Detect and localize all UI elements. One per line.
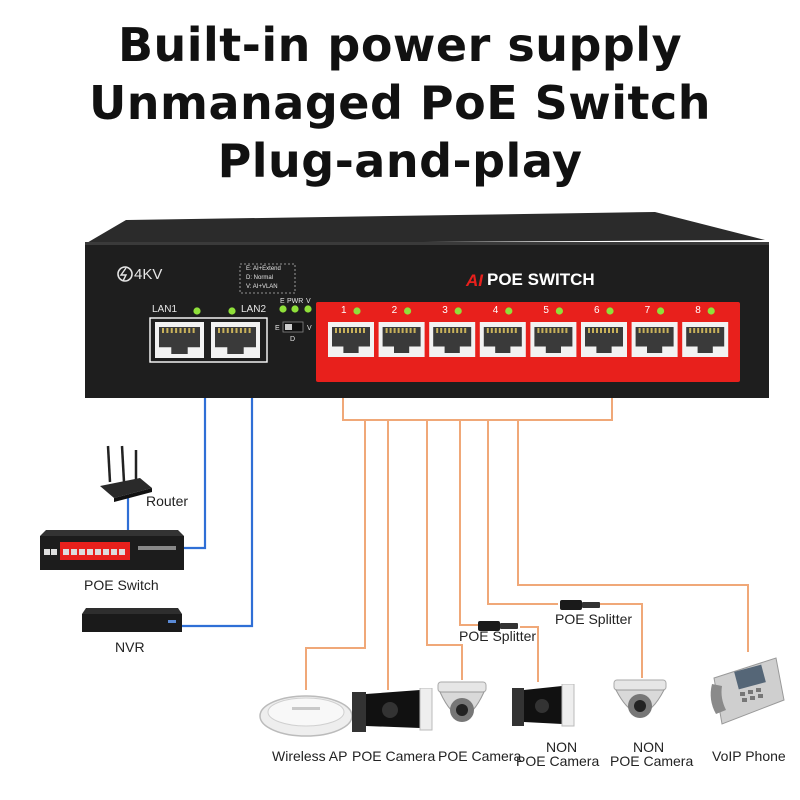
poe-led-5: [555, 307, 564, 315]
uplink-port-label-lan1: LAN1: [152, 304, 178, 315]
uplink-cables: [126, 398, 254, 628]
voip-phone-icon: [710, 657, 785, 725]
surge-protection-icon: [117, 266, 133, 282]
surge-label: 4KV: [134, 266, 163, 283]
mode-legend-line-2: D: Normal: [246, 275, 274, 281]
uplink-port-lan1: [155, 322, 204, 358]
cable-lan2-to-nvr: [182, 398, 254, 628]
mode-legend-box: [239, 263, 296, 294]
poe-port-label-6: 6: [594, 305, 600, 316]
headline-line-3: Plug-and-play: [217, 134, 583, 188]
non-poe-camera-1-label-line-2: POE Camera: [516, 753, 600, 769]
cable-splitter-2-to-non-poe-camera: [598, 603, 643, 678]
mode-switch-label-v: V: [307, 325, 312, 332]
mode-led-v: [304, 305, 312, 313]
poe-splitter-1-icon: [478, 621, 518, 631]
nvr-label: NVR: [115, 639, 145, 655]
non-poe-camera-1-label-line-1: NON: [546, 739, 578, 755]
poe-splitter-2-icon: [560, 600, 600, 610]
mode-led-e: [279, 305, 287, 313]
poe-port-label-2: 2: [391, 305, 398, 316]
poe-port-label-8: 8: [695, 305, 701, 316]
nvr-icon: [82, 608, 182, 632]
cable-to-poe-camera-2: [426, 420, 463, 680]
non-poe-camera-dome-icon: [613, 679, 667, 718]
poe-port-label-5: 5: [543, 305, 549, 316]
poe-led-4: [505, 307, 513, 315]
poe-splitter-2-label: POE Splitter: [555, 611, 633, 627]
led-label-v: V: [306, 298, 311, 305]
cable-to-splitter-2: [487, 420, 558, 605]
led-label-e: E: [280, 298, 285, 305]
poe-port-7: [631, 322, 678, 357]
poe-port-label-4: 4: [492, 305, 499, 316]
cable-to-splitter-1: [459, 420, 478, 626]
poe-port-2: [378, 322, 425, 357]
mode-led-pwr: [291, 305, 299, 313]
chassis-top: [85, 212, 765, 244]
mode-legend-line-3: V: AI+VLAN: [246, 284, 278, 290]
poe-camera-dome-icon: [437, 681, 487, 722]
router-label: Router: [146, 493, 189, 509]
non-poe-camera-2-label-line-2: POE Camera: [610, 753, 694, 769]
poe-led-8: [707, 307, 715, 315]
poe-led-1: [353, 307, 361, 315]
poe-port-4: [479, 322, 526, 357]
poe-switch-small-icon: [40, 530, 184, 570]
brand-ai: AI: [466, 271, 483, 290]
non-poe-camera-bullet-icon: [512, 684, 575, 727]
cable-to-voip-phone: [517, 420, 749, 652]
poe-led-7: [657, 307, 665, 315]
cable-to-wireless-ap: [305, 420, 366, 690]
led-label-pwr: PWR: [287, 298, 304, 305]
mode-switch-label-e: E: [275, 325, 280, 332]
brand-title: POE SWITCH: [487, 270, 595, 289]
non-poe-camera-2-label-line-1: NON: [633, 739, 665, 755]
voip-phone-label: VoIP Phone: [712, 748, 786, 764]
poe-cables: [305, 398, 749, 690]
headline-line-2: Unmanaged PoE Switch: [88, 76, 712, 130]
mode-switch-label-d: D: [290, 336, 296, 343]
mode-switch: [282, 321, 304, 333]
poe-port-label-7: 7: [644, 305, 651, 316]
poe-camera-bullet-icon: [352, 688, 433, 732]
poe-camera-2-label: POE Camera: [438, 748, 522, 764]
uplink-port-lan2: [211, 322, 260, 358]
poe-port-1: [328, 322, 374, 357]
poe-port-label-3: 3: [442, 305, 448, 316]
poe-splitter-1-label: POE Splitter: [459, 628, 537, 644]
uplink-led-lan2: [228, 307, 236, 315]
wireless-ap-icon: [259, 695, 353, 737]
cable-lan1-to-poe-switch: [182, 398, 207, 550]
router-icon: [100, 445, 152, 502]
poe-camera-1-label: POE Camera: [352, 748, 436, 764]
cable-splitter-1-to-non-poe-camera: [520, 626, 539, 682]
uplink-led-lan1: [193, 307, 201, 315]
poe-led-3: [454, 307, 462, 315]
mode-legend-line-1: E: AI+Extend: [246, 266, 281, 272]
uplink-port-label-lan2: LAN2: [241, 304, 267, 315]
poe-port-5: [530, 322, 577, 357]
uplink-ports-frame: [149, 317, 268, 363]
poe-led-2: [404, 307, 412, 315]
poe-bus: [342, 398, 613, 421]
poe-port-6: [581, 322, 627, 357]
poe-switch-label: POE Switch: [84, 577, 159, 593]
poe-port-label-1: 1: [341, 305, 347, 316]
poe-led-6: [606, 307, 614, 315]
poe-port-8: [682, 322, 729, 357]
wireless-ap-label: Wireless AP: [272, 748, 348, 764]
poe-port-3: [429, 322, 476, 357]
headline-line-1: Built-in power supply: [117, 18, 683, 72]
